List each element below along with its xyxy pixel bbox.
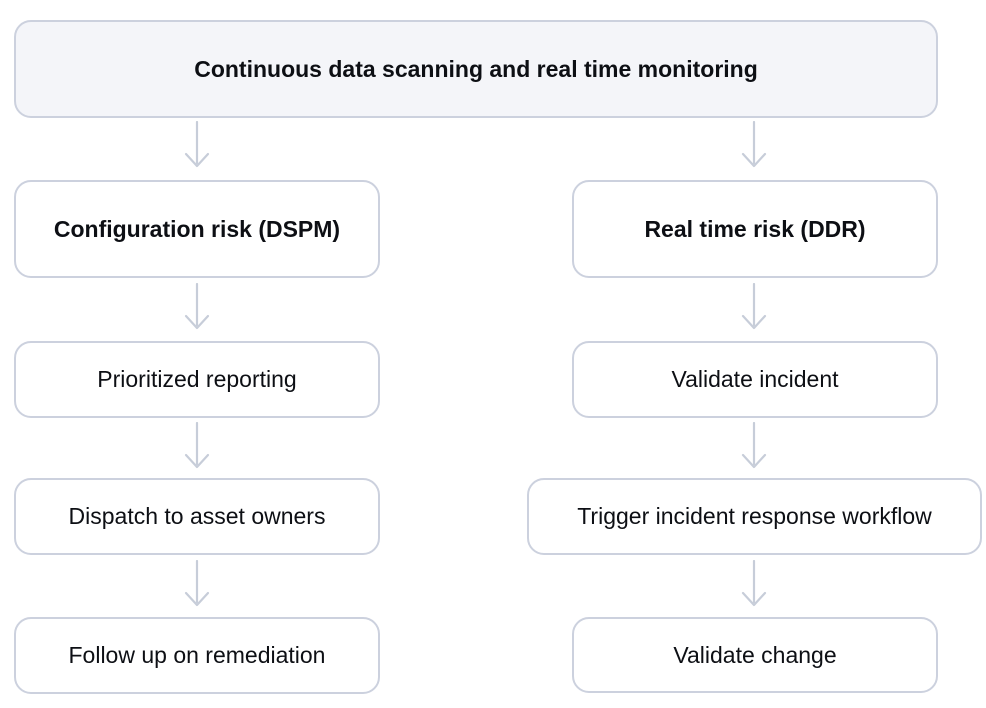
arrow-down-icon xyxy=(741,283,767,330)
arrow-down-icon xyxy=(741,121,767,168)
node-validate-incident: Validate incident xyxy=(572,341,938,418)
arrow-down-icon xyxy=(184,560,210,607)
node-continuous-scanning-label: Continuous data scanning and real time m… xyxy=(194,55,758,82)
node-configuration-risk: Configuration risk (DSPM) xyxy=(14,180,380,278)
node-prioritized-reporting-label: Prioritized reporting xyxy=(97,366,297,393)
node-real-time-risk: Real time risk (DDR) xyxy=(572,180,938,278)
node-validate-incident-label: Validate incident xyxy=(671,366,839,393)
node-trigger-incident-response-label: Trigger incident response workflow xyxy=(577,503,932,530)
arrow-down-icon xyxy=(184,422,210,469)
arrow-down-icon xyxy=(741,560,767,607)
arrow-down-icon xyxy=(184,283,210,330)
arrow-down-icon xyxy=(741,422,767,469)
node-configuration-risk-label: Configuration risk (DSPM) xyxy=(53,215,341,242)
node-dispatch-asset-owners-label: Dispatch to asset owners xyxy=(68,503,326,530)
node-validate-change-label: Validate change xyxy=(673,641,837,668)
node-continuous-scanning: Continuous data scanning and real time m… xyxy=(14,20,938,118)
node-validate-change: Validate change xyxy=(572,617,938,693)
node-follow-up-remediation: Follow up on remediation xyxy=(14,617,380,694)
node-follow-up-remediation-label: Follow up on remediation xyxy=(68,642,326,669)
node-prioritized-reporting: Prioritized reporting xyxy=(14,341,380,418)
node-dispatch-asset-owners: Dispatch to asset owners xyxy=(14,478,380,555)
arrow-down-icon xyxy=(184,121,210,168)
node-real-time-risk-label: Real time risk (DDR) xyxy=(644,215,866,242)
node-trigger-incident-response: Trigger incident response workflow xyxy=(527,478,982,555)
